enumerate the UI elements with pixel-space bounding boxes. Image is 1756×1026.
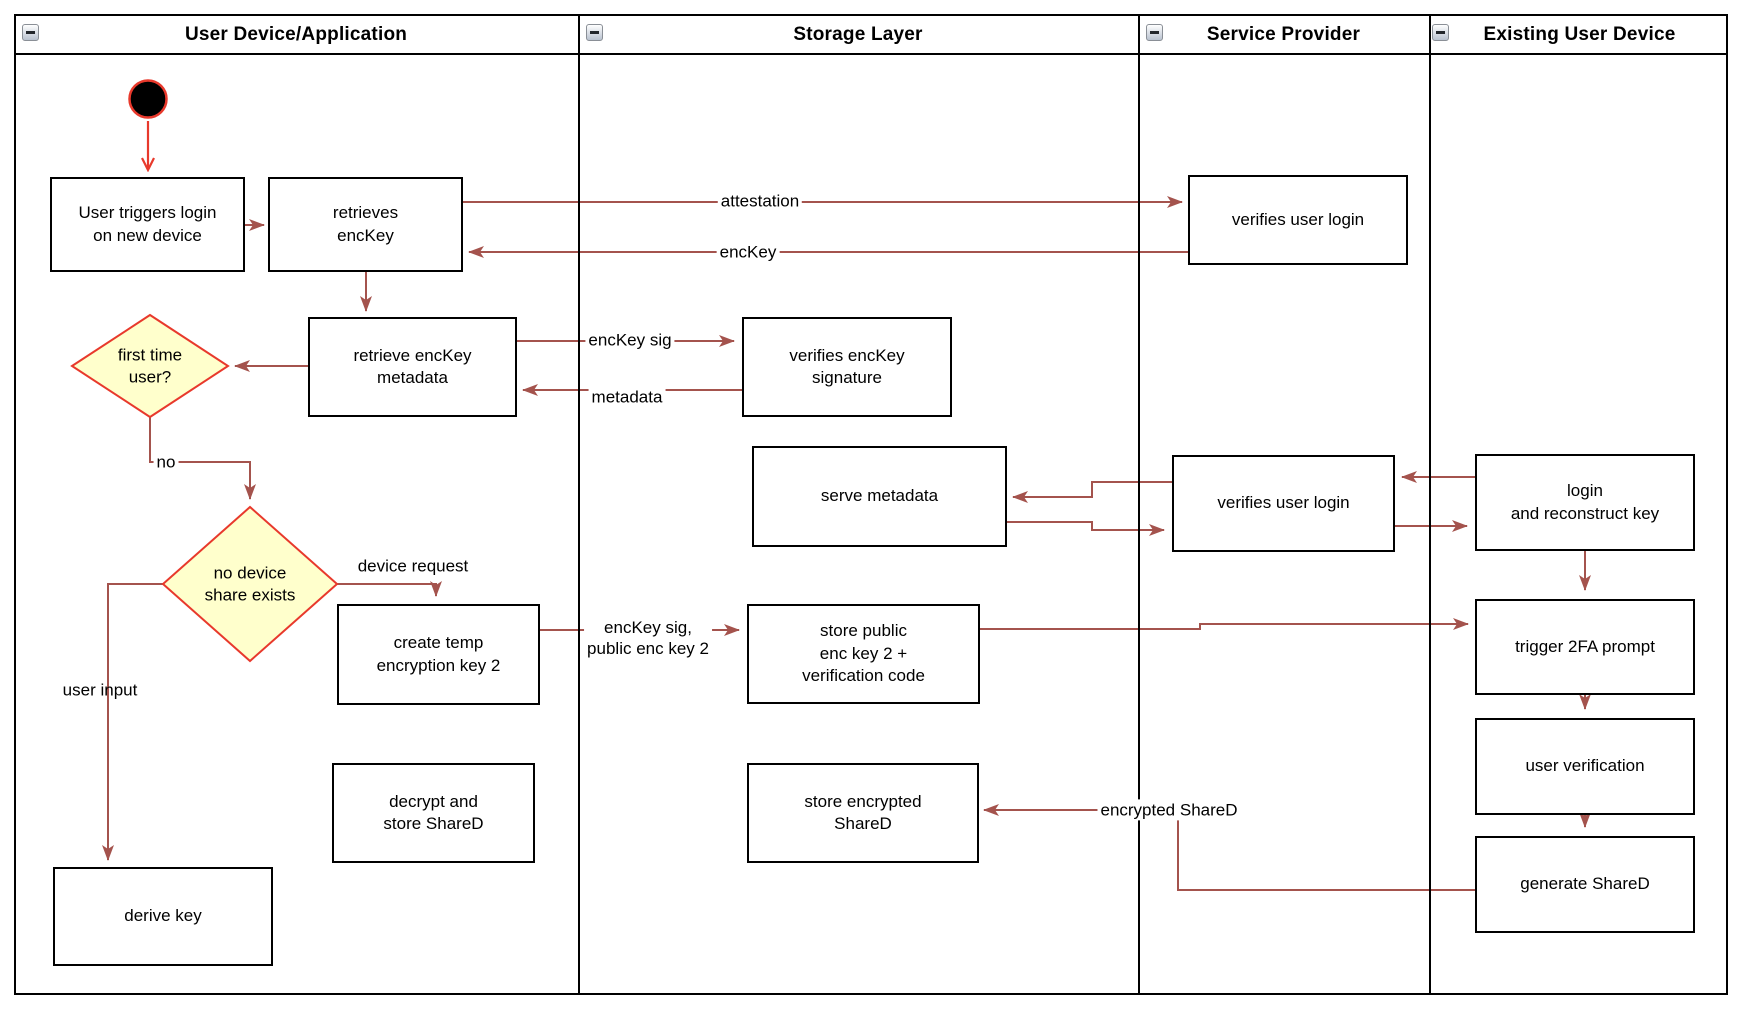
node-retrieves-enckey[interactable]: retrieves encKey <box>268 177 463 272</box>
node-verifies-user-login-mid[interactable]: verifies user login <box>1172 455 1395 552</box>
edge-label-device-request: device request <box>354 555 472 577</box>
node-create-temp-key[interactable]: create temp encryption key 2 <box>337 604 540 705</box>
lane-header-storage-layer[interactable]: Storage Layer <box>793 24 923 45</box>
edge-label-enckeysig-public: encKey sig, public enc key 2 <box>584 616 712 660</box>
decision-label-first-time-user: first time user? <box>117 345 183 386</box>
node-verifies-enckey-signature[interactable]: verifies encKey signature <box>742 317 952 417</box>
edge-label-attestation: attestation <box>717 190 803 212</box>
lane-header-existing-device[interactable]: Existing User Device <box>1483 24 1676 45</box>
collapse-icon[interactable] <box>22 24 39 41</box>
node-login-reconstruct-key[interactable]: login and reconstruct key <box>1475 454 1695 551</box>
node-trigger-2fa-prompt[interactable]: trigger 2FA prompt <box>1475 599 1695 695</box>
lane-header-user-device[interactable]: User Device/Application <box>184 24 408 45</box>
node-user-triggers-login[interactable]: User triggers login on new device <box>50 177 245 272</box>
lane-divider-1 <box>578 14 580 995</box>
edge-label-no: no <box>153 451 179 473</box>
edge-label-enckey-sig: encKey sig <box>585 329 675 351</box>
pool-border <box>14 14 1728 995</box>
lane-divider-3 <box>1429 14 1431 995</box>
node-store-public-key[interactable]: store public enc key 2 + verification co… <box>747 604 980 704</box>
node-verifies-user-login-top[interactable]: verifies user login <box>1188 175 1408 265</box>
node-derive-key[interactable]: derive key <box>53 867 273 966</box>
node-decrypt-store-shared[interactable]: decrypt and store ShareD <box>332 763 535 863</box>
node-generate-shared[interactable]: generate ShareD <box>1475 836 1695 933</box>
edge-label-user-input: user input <box>62 680 138 700</box>
collapse-icon[interactable] <box>1146 24 1163 41</box>
collapse-icon[interactable] <box>1432 24 1449 41</box>
node-serve-metadata[interactable]: serve metadata <box>752 446 1007 547</box>
collapse-icon[interactable] <box>586 24 603 41</box>
lane-divider-2 <box>1138 14 1140 995</box>
edge-label-encrypted-shared: encrypted ShareD <box>1097 799 1241 821</box>
lane-header-rule <box>14 53 1728 55</box>
node-store-encrypted-shared[interactable]: store encrypted ShareD <box>747 763 979 863</box>
decision-label-no-device-share: no device share exists <box>204 563 296 604</box>
node-retrieve-enckey-metadata[interactable]: retrieve encKey metadata <box>308 317 517 417</box>
edge-label-metadata: metadata <box>588 386 666 408</box>
lane-header-service-provider[interactable]: Service Provider <box>1206 24 1361 45</box>
node-user-verification[interactable]: user verification <box>1475 718 1695 815</box>
edge-label-enckey: encKey <box>716 241 780 263</box>
